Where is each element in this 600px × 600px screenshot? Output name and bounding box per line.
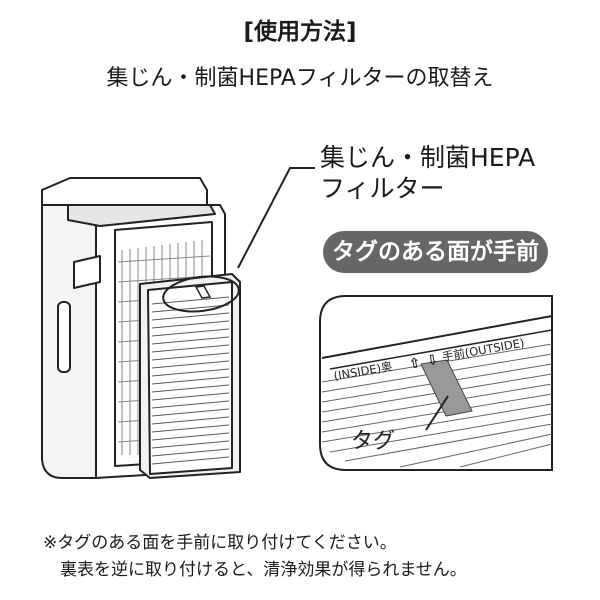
arrow-down-icon: ⇩ bbox=[425, 352, 439, 370]
filter-label-line1: 集じん・制菌HEPA bbox=[320, 143, 536, 172]
hepa-filter-pleats bbox=[151, 296, 230, 465]
note-line-2: 裏表を逆に取り付けると、清浄効果が得られません。 bbox=[60, 560, 467, 580]
note-line-1: ※タグのある面を手前に取り付けてください。 bbox=[43, 533, 397, 553]
filter-tag-large bbox=[420, 359, 473, 417]
tag-highlight-ellipse bbox=[162, 275, 240, 313]
detail-panel bbox=[319, 295, 553, 471]
hepa-filter-panel bbox=[139, 273, 241, 479]
tag-label: タグ bbox=[351, 429, 395, 454]
tag-side-badge: タグのある面が手前 bbox=[323, 231, 548, 273]
page-subtitle: 集じん・制菌HEPAフィルターの取替え bbox=[106, 66, 494, 91]
filter-tag-small bbox=[194, 285, 212, 299]
page-title: [使用方法] bbox=[243, 19, 357, 45]
arrow-up-icon: ⇧ bbox=[408, 355, 422, 373]
label-leader-line bbox=[237, 167, 315, 269]
filter-label-line2: フィルター bbox=[320, 174, 445, 203]
